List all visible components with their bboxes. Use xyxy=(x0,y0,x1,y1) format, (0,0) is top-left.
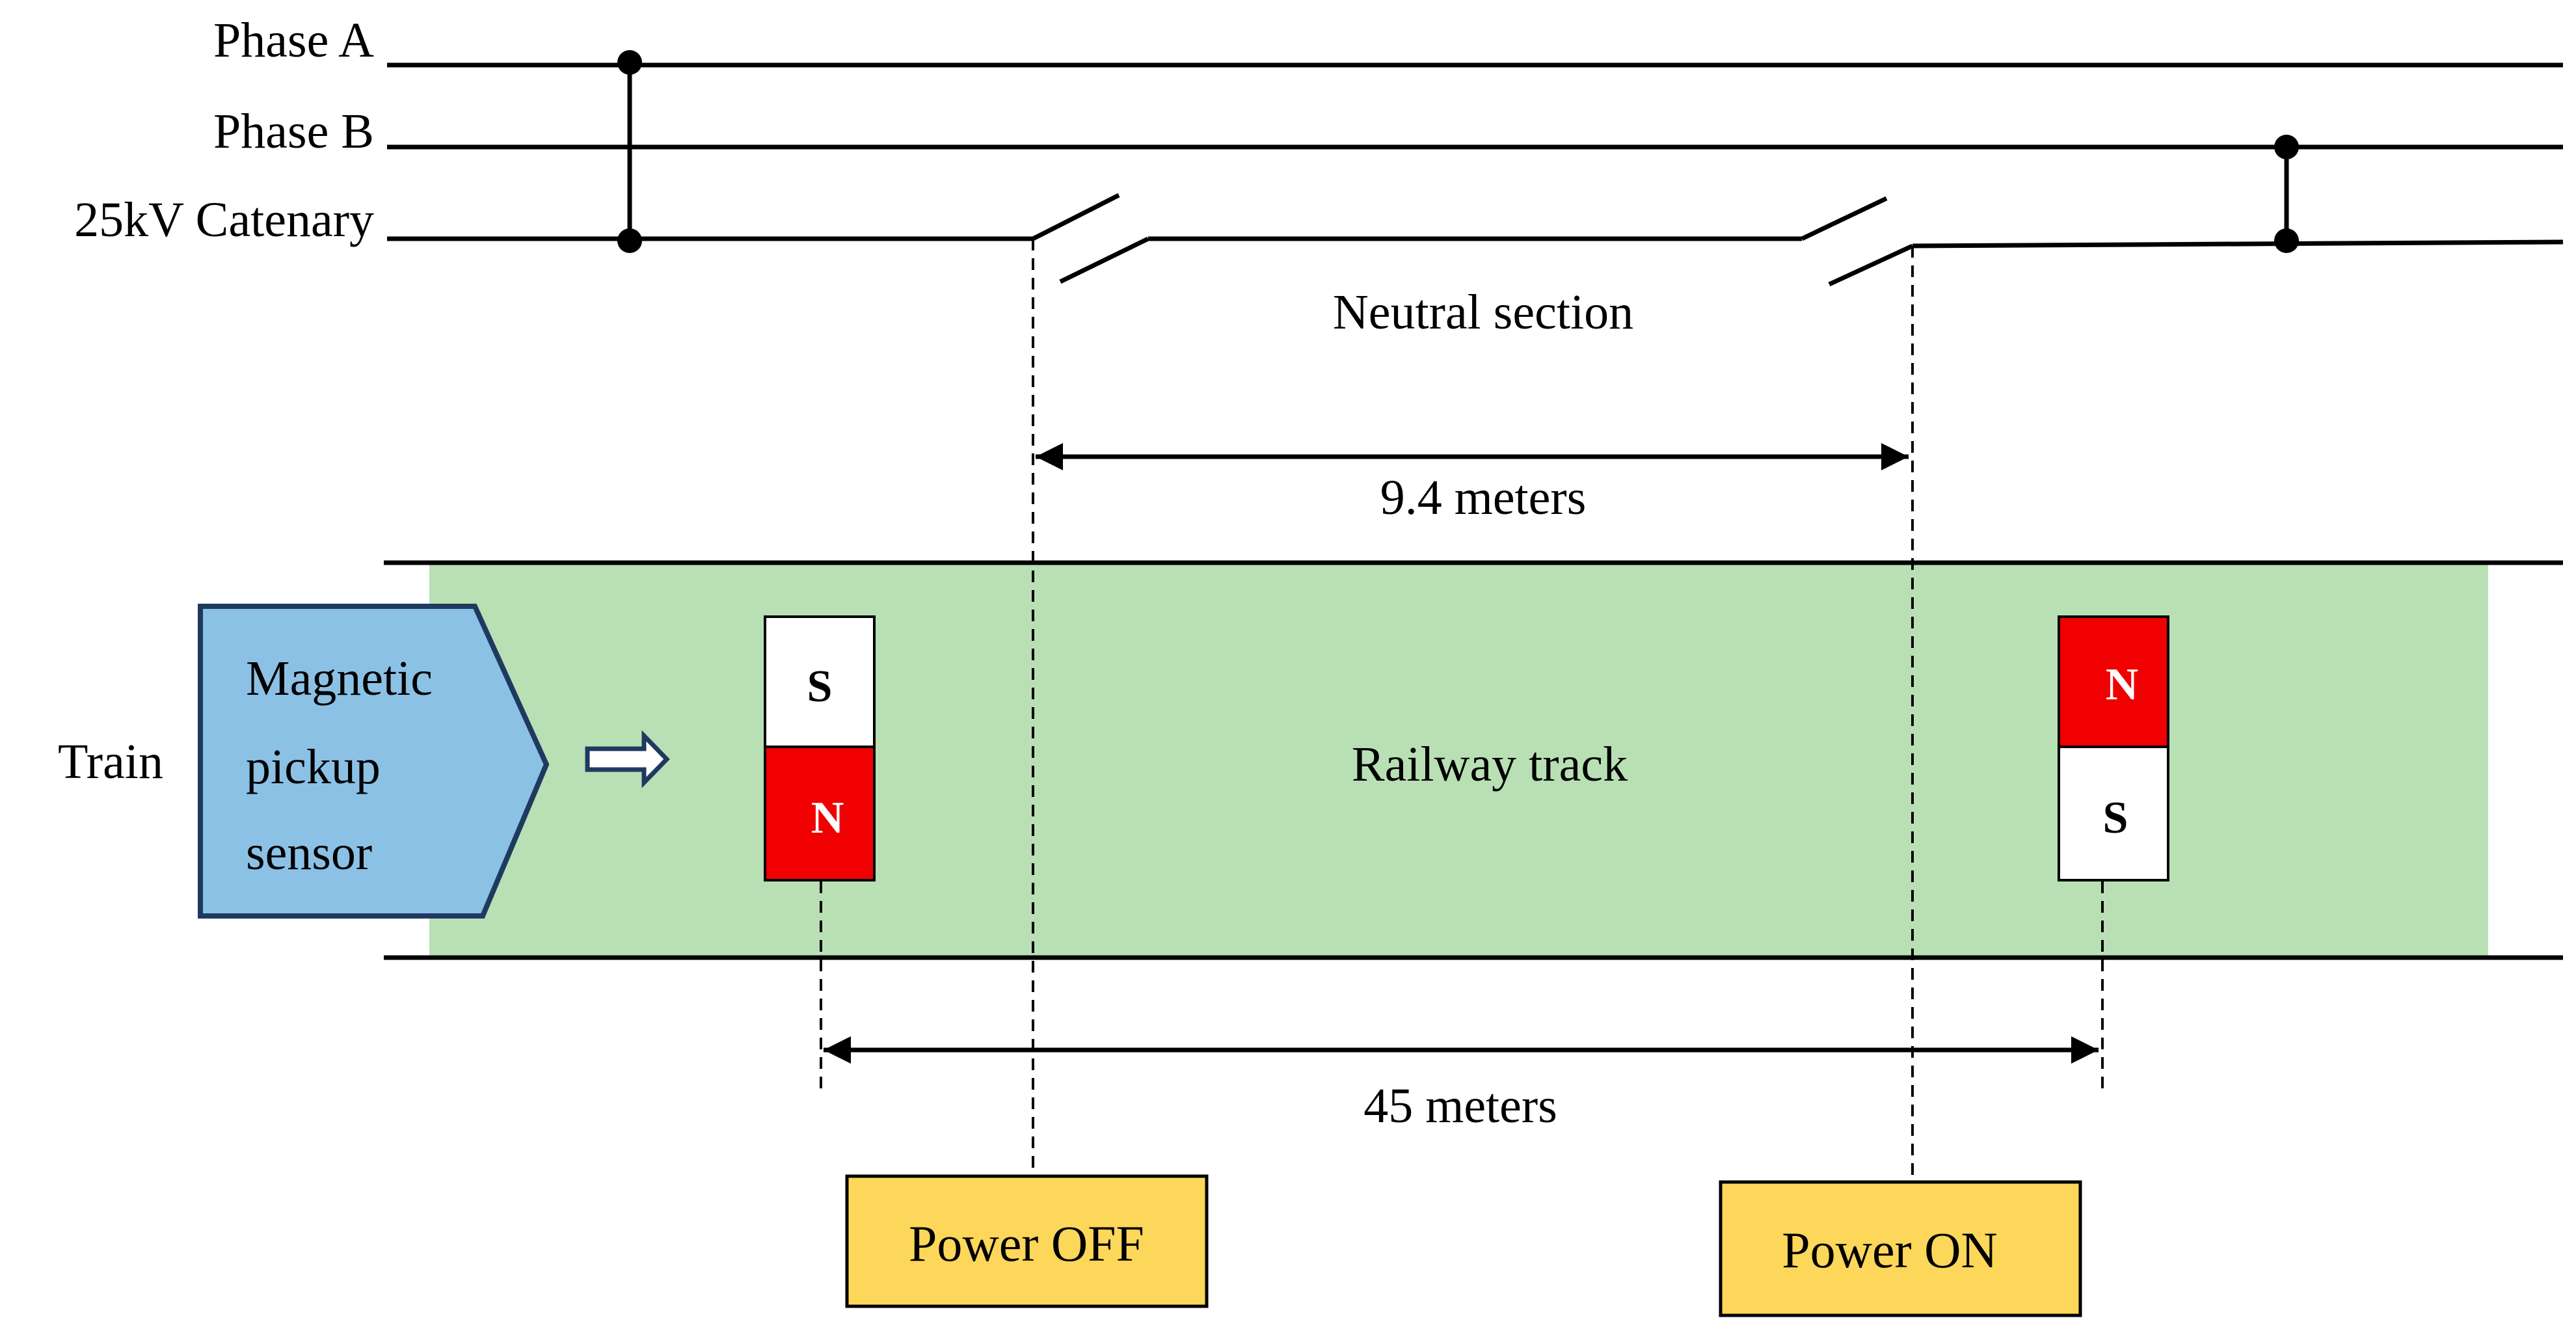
power-on-box xyxy=(1719,1180,2082,1317)
magnet-right-south-pole xyxy=(2058,746,2169,881)
section-insulator-left-lower xyxy=(1059,236,1149,284)
section-insulator-right-lower xyxy=(1828,243,1914,287)
power-on-label: Power ON xyxy=(1782,1222,1997,1278)
magnet-left-top-letter: S xyxy=(807,662,833,712)
power-off-box xyxy=(845,1174,1209,1308)
magnet-right-top-letter: N xyxy=(2106,660,2139,710)
phase-a-label: Phase A xyxy=(213,13,374,68)
phase-a-junction-dot xyxy=(617,50,642,75)
direction-arrow-icon xyxy=(585,730,670,788)
section-insulator-left-upper xyxy=(1032,193,1120,241)
dimension-magnets-label: 45 meters xyxy=(1363,1079,1557,1133)
magnetic-pickup-sensor xyxy=(198,604,550,919)
magnet-left-bottom-letter: N xyxy=(811,793,844,843)
magnet-left-north-pole xyxy=(764,746,876,881)
phase-b-label: Phase B xyxy=(213,104,374,159)
power-off-label: Power OFF xyxy=(909,1215,1144,1272)
catenary-segment-right xyxy=(1912,239,2564,249)
catenary-junction-dot-right xyxy=(2274,228,2299,253)
magnet-left-south-pole xyxy=(764,615,876,748)
train-label: Train xyxy=(58,734,163,789)
railway-track-label: Railway track xyxy=(1352,737,1628,792)
sensor-label-line2: pickup xyxy=(246,740,381,794)
magnet-right-north-pole xyxy=(2058,615,2169,748)
sensor-label-line1: Magnetic xyxy=(246,651,433,706)
dimension-neutral-label: 9.4 meters xyxy=(1380,470,1587,525)
phase-b-junction-dot xyxy=(2274,135,2299,159)
sensor-label-line3: sensor xyxy=(246,826,372,880)
section-insulator-right-upper xyxy=(1801,196,1888,241)
neutral-section-label: Neutral section xyxy=(1333,285,1633,340)
catenary-junction-dot-left xyxy=(617,228,642,253)
catenary-label: 25kV Catenary xyxy=(74,193,374,247)
magnet-right-bottom-letter: S xyxy=(2103,793,2128,843)
